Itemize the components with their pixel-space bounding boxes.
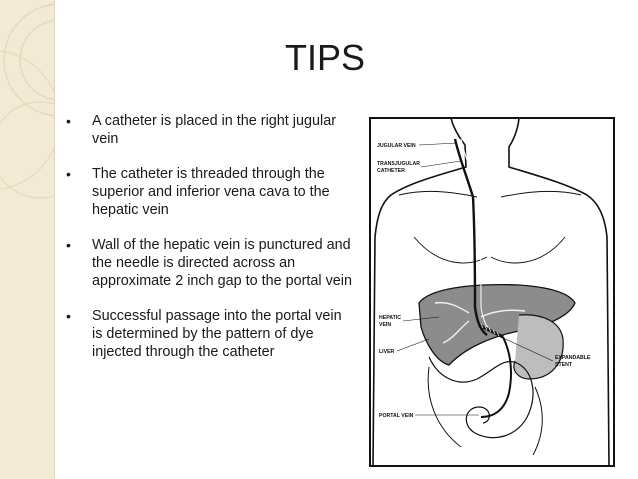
leader-hepatic-vein <box>402 316 440 322</box>
bullet-text: Wall of the hepatic vein is punctured an… <box>92 237 352 289</box>
bullet-item: • The catheter is threaded through the s… <box>64 165 354 219</box>
tips-anatomy-illustration: JUGULAR VEIN TRANSJUGULAR CATHETER HEPAT… <box>369 117 615 467</box>
bullet-glyph: • <box>66 308 71 324</box>
bullet-text: A catheter is placed in the right jugula… <box>92 113 336 147</box>
colon-right <box>532 386 543 456</box>
leader-liver <box>396 338 430 352</box>
slide-title: TIPS <box>284 37 365 78</box>
label-liver: LIVER <box>379 349 395 355</box>
catheter-line <box>453 138 488 336</box>
decorative-arcs <box>0 3 54 199</box>
portal-vein-line <box>480 336 512 418</box>
bullet-glyph: • <box>66 166 71 182</box>
clavicle-right <box>500 190 582 198</box>
chest-contour-left <box>413 236 488 264</box>
body-outline-right <box>508 117 610 467</box>
clavicle-left <box>398 190 478 198</box>
bullet-item: • Successful passage into the portal vei… <box>64 307 354 361</box>
label-portal-vein: PORTAL VEIN <box>379 413 414 419</box>
leader-stent <box>500 336 554 362</box>
label-expandable: EXPANDABLE <box>555 355 591 361</box>
colon-left <box>427 366 462 448</box>
hepatic-vessels <box>434 301 526 344</box>
stomach-shape <box>513 314 564 380</box>
leader-jugular-vein <box>418 142 458 146</box>
body-outline-left <box>372 117 467 467</box>
bullet-text: Successful passage into the portal vein … <box>92 308 342 360</box>
liver-shape <box>418 284 576 366</box>
label-catheter: CATHETER <box>377 168 405 174</box>
bullet-text: The catheter is threaded through the sup… <box>92 166 330 218</box>
label-vein: VEIN <box>379 322 391 328</box>
chest-contour-right <box>490 236 566 264</box>
label-jugular-vein: JUGULAR VEIN <box>377 143 416 149</box>
bullet-glyph: • <box>66 237 71 253</box>
leader-catheter <box>420 160 462 168</box>
label-transjugular: TRANSJUGULAR <box>377 161 420 167</box>
intestine-loop <box>428 356 534 439</box>
vena-cava-highlight <box>460 138 494 334</box>
stent-mesh <box>480 323 500 337</box>
expandable-stent <box>478 323 504 339</box>
bullet-item: • Wall of the hepatic vein is punctured … <box>64 236 354 290</box>
decorative-side-band <box>0 0 54 479</box>
label-stent: STENT <box>555 362 573 368</box>
bullet-list: • A catheter is placed in the right jugu… <box>64 112 354 378</box>
label-hepatic: HEPATIC <box>379 315 401 321</box>
bullet-item: • A catheter is placed in the right jugu… <box>64 112 354 148</box>
bullet-glyph: • <box>66 113 71 129</box>
side-band-edge <box>54 0 55 479</box>
